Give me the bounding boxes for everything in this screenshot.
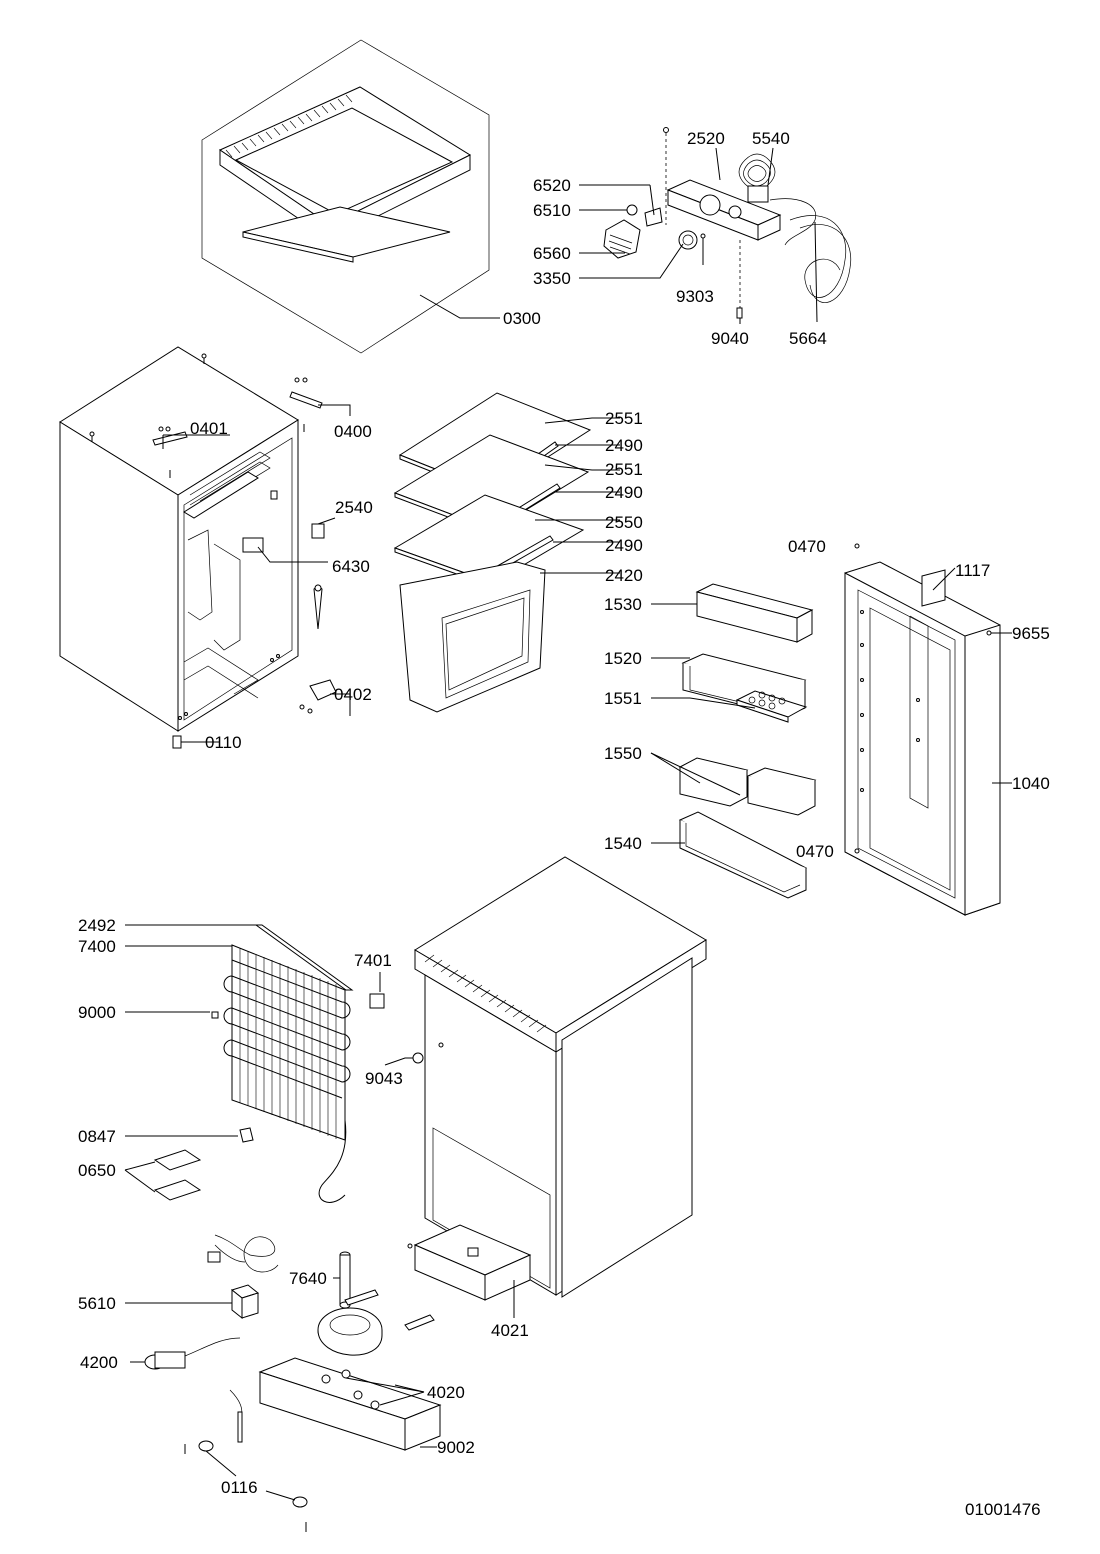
label-5664: 5664 — [789, 329, 827, 348]
label-9303: 9303 — [676, 287, 714, 306]
label-6510: 6510 — [533, 201, 571, 220]
label-1551: 1551 — [604, 689, 642, 708]
label-0116: 0116 — [221, 1478, 258, 1497]
drawing-number: 01001476 — [965, 1500, 1041, 1519]
door-assembly: 0470 1117 9655 1040 0470 — [788, 537, 1050, 916]
door-bins-assembly: 1530 1520 1551 1550 1540 — [604, 583, 817, 899]
label-2490-top: 2490 — [605, 436, 643, 455]
label-0470-top: 0470 — [788, 537, 826, 556]
label-1520: 1520 — [604, 649, 642, 668]
feet-assembly: 0116 — [184, 1440, 308, 1532]
thermostat-assembly: 2520 5540 6520 6510 6560 3350 9303 9040 … — [533, 127, 852, 348]
lower-cabinet-assembly: 4021 — [407, 856, 707, 1340]
compressor-assembly: 4200 4020 9002 — [80, 1289, 475, 1457]
label-6560: 6560 — [533, 244, 571, 263]
label-2520: 2520 — [687, 129, 725, 148]
label-6430: 6430 — [332, 557, 370, 576]
label-4020: 4020 — [427, 1383, 465, 1402]
label-9043: 9043 — [365, 1069, 403, 1088]
top-cover-assembly: 0300 — [201, 39, 541, 354]
label-0402: 0402 — [334, 685, 372, 704]
label-2420: 2420 — [605, 566, 643, 585]
label-0650: 0650 — [78, 1161, 116, 1180]
label-0401: 0401 — [190, 419, 228, 438]
label-7640: 7640 — [289, 1269, 327, 1288]
label-3350: 3350 — [533, 269, 571, 288]
top-cover-vent-slots — [225, 94, 353, 158]
cabinet-assembly: 0401 0400 2540 6430 0402 0110 — [59, 346, 373, 752]
label-6520: 6520 — [533, 176, 571, 195]
label-2490-bottom: 2490 — [605, 536, 643, 555]
label-9000: 9000 — [78, 1003, 116, 1022]
label-9002: 9002 — [437, 1438, 475, 1457]
label-4021: 4021 — [491, 1321, 529, 1340]
label-9655: 9655 — [1012, 624, 1050, 643]
condenser-grid — [239, 948, 337, 1139]
label-4200: 4200 — [80, 1353, 118, 1372]
label-0847: 0847 — [78, 1127, 116, 1146]
label-7400: 7400 — [78, 937, 116, 956]
label-0400: 0400 — [334, 422, 372, 441]
label-2551-top: 2551 — [605, 409, 643, 428]
label-9040: 9040 — [711, 329, 749, 348]
shelves-assembly: 2551 2490 2551 2490 2550 2490 2420 — [393, 392, 643, 713]
label-1040: 1040 — [1012, 774, 1050, 793]
label-5610: 5610 — [78, 1294, 116, 1313]
label-1530: 1530 — [604, 595, 642, 614]
label-1550: 1550 — [604, 744, 642, 763]
label-0470-bottom: 0470 — [796, 842, 834, 861]
label-1540: 1540 — [604, 834, 642, 853]
label-2550: 2550 — [605, 513, 643, 532]
label-1117: 1117 — [955, 561, 990, 580]
label-2540: 2540 — [335, 498, 373, 517]
label-2490-mid: 2490 — [605, 483, 643, 502]
label-7401: 7401 — [354, 951, 392, 970]
label-0110: 0110 — [205, 733, 242, 752]
condenser-assembly: 2492 7400 7401 9000 9043 0847 0650 7640 … — [78, 916, 424, 1320]
label-2492: 2492 — [78, 916, 116, 935]
label-2551-mid: 2551 — [605, 460, 643, 479]
label-0300: 0300 — [503, 309, 541, 328]
label-5540: 5540 — [752, 129, 790, 148]
lower-cabinet-vent-slots — [424, 954, 547, 1033]
